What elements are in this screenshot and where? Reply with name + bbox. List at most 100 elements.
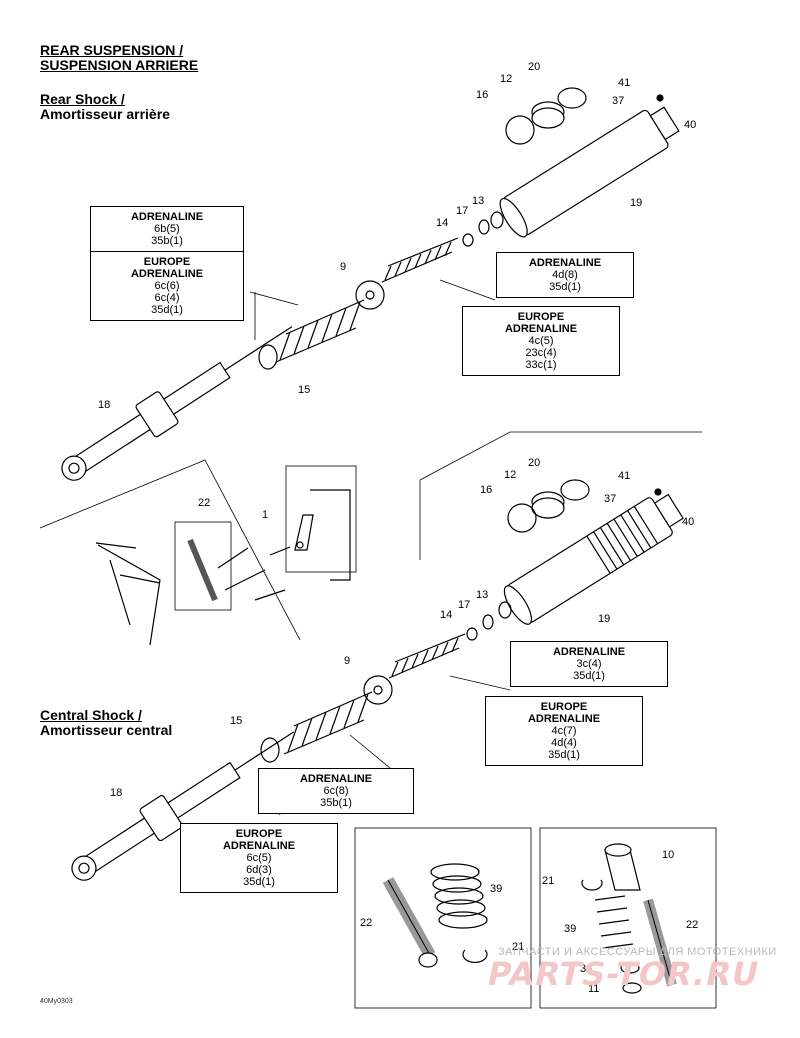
callout-central-37: 37 bbox=[604, 493, 616, 505]
inset-left-clip-21 bbox=[462, 949, 488, 964]
central-left-box-value: 35d(1) bbox=[243, 876, 275, 888]
rear-right-top-box-value: 35d(1) bbox=[549, 281, 581, 293]
rear-right-bottom-box-title-2: ADRENALINE bbox=[504, 323, 578, 335]
central-right-bottom-box-europe: EUROPE ADRENALINE 4c(7) 4d(4) 35d(1) bbox=[486, 697, 642, 765]
central-right-bottom-box: EUROPE ADRENALINE 4c(7) 4d(4) 35d(1) bbox=[485, 696, 643, 766]
central-left-box-value: 6d(3) bbox=[246, 864, 272, 876]
central-mid-box-title: ADRENALINE bbox=[299, 773, 373, 785]
rear-right-top-box-adrenaline: ADRENALINE 4d(8) 35d(1) bbox=[497, 253, 633, 297]
callout-central-13: 13 bbox=[476, 589, 488, 601]
central-right-bottom-box-value: 4d(4) bbox=[551, 737, 577, 749]
rear-shock-heading-fr: Amortisseur arrière bbox=[40, 106, 170, 122]
callout-rear-17: 17 bbox=[456, 205, 468, 217]
rear-shock-body bbox=[499, 106, 680, 238]
rear-shock-heading-en: Rear Shock / bbox=[40, 91, 125, 107]
callout-central-20: 20 bbox=[528, 457, 540, 469]
inset-right-clip-21 bbox=[581, 879, 603, 891]
watermark-text: ЗАПЧАСТИ И АКСЕССУАРЫ ДЛЯ МОТОТЕХНИКИ bbox=[498, 946, 777, 958]
callout-rear-41: 41 bbox=[618, 77, 630, 89]
inset-right-nut-11 bbox=[622, 982, 642, 994]
rear-right-top-box-title: ADRENALINE bbox=[528, 257, 602, 269]
rear-left-box-europe-value: 6c(6) bbox=[154, 280, 180, 292]
central-shock-inset-small bbox=[174, 521, 232, 611]
callout-rear-40: 40 bbox=[684, 119, 696, 131]
callout-inset-right-21: 21 bbox=[542, 875, 554, 887]
central-right-bottom-box-value: 4c(7) bbox=[551, 725, 577, 737]
figure-code: 40My0303 bbox=[40, 998, 73, 1005]
callout-central-18: 18 bbox=[110, 787, 122, 799]
callout-central-17: 17 bbox=[458, 599, 470, 611]
callout-inset-left-21: 21 bbox=[512, 941, 524, 953]
rear-left-box-adrenaline-title: ADRENALINE bbox=[130, 211, 204, 223]
callout-rear-16: 16 bbox=[476, 89, 488, 101]
callout-rear-15: 15 bbox=[298, 384, 310, 396]
inset-right-shock bbox=[643, 898, 677, 987]
inset-left-frame bbox=[354, 827, 532, 1009]
rear-left-box-europe-value: 6c(4) bbox=[154, 292, 180, 304]
callout-rear-12: 12 bbox=[500, 73, 512, 85]
central-mid-box-adrenaline: ADRENALINE 6c(8) 35b(1) bbox=[259, 769, 413, 813]
callout-inset-right-10: 10 bbox=[662, 849, 674, 861]
callout-rear-20: 20 bbox=[528, 61, 540, 73]
rear-spring-small bbox=[381, 237, 459, 283]
rear-right-bottom-box: EUROPE ADRENALINE 4c(5) 23c(4) 33c(1) bbox=[462, 306, 620, 376]
central-shock-heading-en: Central Shock / bbox=[40, 707, 142, 723]
central-right-top-box: ADRENALINE 3c(4) 35d(1) bbox=[510, 641, 668, 687]
central-mid-box-value: 35b(1) bbox=[320, 797, 352, 809]
callout-central-14: 14 bbox=[440, 609, 452, 621]
rear-left-box-europe-value: 35d(1) bbox=[151, 304, 183, 316]
rear-washer-14 bbox=[462, 233, 474, 247]
central-right-top-box-value: 3c(4) bbox=[576, 658, 602, 670]
central-washer-17 bbox=[482, 614, 494, 630]
rear-right-bottom-box-value: 4c(5) bbox=[528, 335, 554, 347]
callout-mid-22: 22 bbox=[198, 497, 210, 509]
rear-right-bottom-box-value: 23c(4) bbox=[525, 347, 557, 359]
central-ring-20 bbox=[560, 479, 590, 501]
rear-left-box-adrenaline-value: 35b(1) bbox=[151, 235, 183, 247]
callout-inset-right-22: 22 bbox=[686, 919, 698, 931]
callout-central-40: 40 bbox=[682, 516, 694, 528]
rear-right-bottom-box-value: 33c(1) bbox=[525, 359, 557, 371]
callout-central-16: 16 bbox=[480, 484, 492, 496]
callout-central-41: 41 bbox=[618, 470, 630, 482]
inset-left-spring bbox=[430, 863, 488, 929]
rear-right-top-box: ADRENALINE 4d(8) 35d(1) bbox=[496, 252, 634, 298]
inset-right-sleeve bbox=[604, 843, 641, 891]
callout-inset-right-11: 11 bbox=[588, 983, 599, 995]
rear-right-top-box-value: 4d(8) bbox=[552, 269, 578, 281]
callout-inset-right-39: 39 bbox=[564, 923, 576, 935]
rear-bolt-41 bbox=[656, 94, 664, 102]
rear-spring-seat-9 bbox=[355, 280, 385, 310]
central-washer-14 bbox=[466, 627, 478, 641]
callout-rear-18: 18 bbox=[98, 399, 110, 411]
watermark-logo: PARTS-TOR.RU bbox=[483, 955, 764, 993]
rear-left-box-adrenaline-value: 6b(5) bbox=[154, 223, 180, 235]
callout-inset-right-36: 36 bbox=[580, 963, 592, 975]
inset-right-spring bbox=[594, 895, 634, 949]
central-right-top-box-title: ADRENALINE bbox=[552, 646, 626, 658]
callout-inset-left-39: 39 bbox=[490, 883, 502, 895]
rear-washer-17 bbox=[478, 219, 490, 235]
central-mid-box: ADRENALINE 6c(8) 35b(1) bbox=[258, 768, 414, 814]
central-oring-16 bbox=[507, 503, 537, 533]
central-spring-small bbox=[388, 633, 466, 679]
callout-inset-left-22: 22 bbox=[360, 917, 372, 929]
rear-right-bottom-box-title-1: EUROPE bbox=[517, 311, 565, 323]
callout-central-12: 12 bbox=[504, 469, 516, 481]
rear-ring-20 bbox=[557, 87, 587, 109]
central-bolt-41 bbox=[654, 488, 662, 496]
title-line-1: REAR SUSPENSION / bbox=[40, 42, 184, 58]
central-left-box-europe: EUROPE ADRENALINE 6c(5) 6d(3) 35d(1) bbox=[181, 824, 337, 892]
central-shock-body bbox=[503, 493, 684, 625]
central-left-box-title-1: EUROPE bbox=[235, 828, 283, 840]
central-left-box-title-2: ADRENALINE bbox=[222, 840, 296, 852]
central-spring-large bbox=[283, 691, 373, 755]
callout-mid-1: 1 bbox=[262, 509, 268, 521]
page-title: REAR SUSPENSION / SUSPENSION ARRIERE bbox=[40, 43, 198, 73]
central-right-bottom-box-value: 35d(1) bbox=[548, 749, 580, 761]
inset-left-shock bbox=[382, 877, 438, 968]
central-washer-15 bbox=[260, 737, 280, 763]
central-right-top-box-value: 35d(1) bbox=[573, 670, 605, 682]
callout-central-15: 15 bbox=[230, 715, 242, 727]
